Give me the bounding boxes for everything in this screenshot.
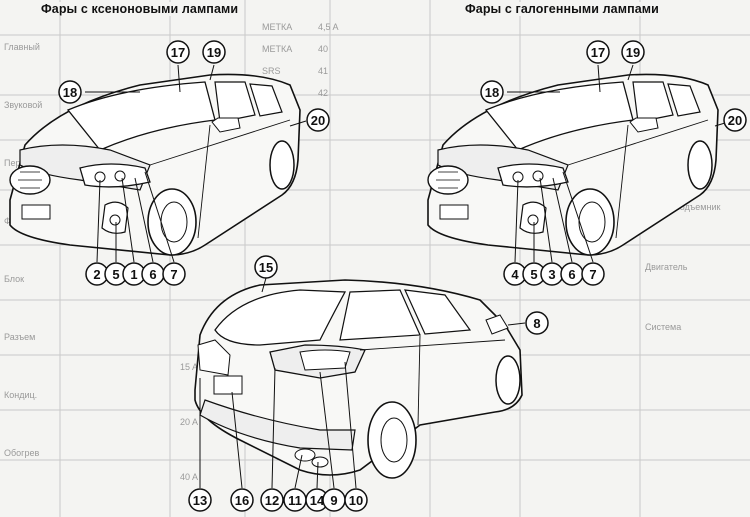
callout-7: 7 [162,262,186,286]
svg-text:13: 13 [193,493,207,508]
svg-text:3: 3 [548,267,555,282]
svg-text:20: 20 [728,113,742,128]
svg-text:17: 17 [171,45,185,60]
background-text: МЕТКА [262,44,292,54]
callout-6: 6 [141,262,165,286]
background-text: Блок [4,274,24,284]
svg-text:2: 2 [93,267,100,282]
callout-19: 19 [621,40,645,64]
callout-18: 18 [58,80,82,104]
background-text: 15 A [180,362,198,372]
callout-2: 2 [85,262,109,286]
background-text: 42 [318,88,328,98]
svg-text:8: 8 [533,316,540,331]
svg-text:5: 5 [112,267,119,282]
callout-15: 15 [254,255,278,279]
background-text: SRS [262,66,281,76]
svg-text:10: 10 [349,493,363,508]
svg-text:7: 7 [170,267,177,282]
svg-text:19: 19 [207,45,221,60]
background-text: Двигатель [645,262,688,272]
background-text: 40 A [180,472,198,482]
background-text: Главный [4,42,40,52]
background-texts: 4,5 A404142МЕТКАМЕТКАSRSГлавныйЗвуковойП… [4,22,720,482]
callout-9: 9 [322,488,346,512]
background-text: 41 [318,66,328,76]
callout-10: 10 [344,488,368,512]
svg-text:14: 14 [310,493,325,508]
background-text: Обогрев [4,448,39,458]
caption-halogen-headlights: Фары с галогенными лампами [462,2,662,16]
car-rear: 15 8 13 16 12 11 14 9 10 [188,255,549,512]
callout-4: 4 [503,262,527,286]
callout-14: 14 [305,488,329,512]
svg-text:20: 20 [311,113,325,128]
svg-text:18: 18 [63,85,77,100]
svg-text:6: 6 [149,267,156,282]
svg-text:4: 4 [511,267,519,282]
svg-text:5: 5 [530,267,537,282]
callout-17: 17 [586,40,610,64]
callout-20: 20 [306,108,330,132]
svg-text:15: 15 [259,260,273,275]
callout-19: 19 [202,40,226,64]
svg-text:1: 1 [130,267,137,282]
svg-text:6: 6 [568,267,575,282]
background-text: Кондиц. [4,390,37,400]
callout-13: 13 [188,488,212,512]
svg-text:16: 16 [235,493,249,508]
background-text: МЕТКА [262,22,292,32]
callout-7: 7 [581,262,605,286]
callout-8: 8 [525,311,549,335]
background-text: 40 [318,44,328,54]
background-text: Система [645,322,681,332]
callout-18: 18 [480,80,504,104]
svg-text:17: 17 [591,45,605,60]
svg-text:11: 11 [288,493,302,508]
svg-text:18: 18 [485,85,499,100]
svg-text:12: 12 [265,493,279,508]
callout-20: 20 [723,108,747,132]
callout-16: 16 [230,488,254,512]
callout-3: 3 [540,262,564,286]
caption-xenon-headlights: Фары с ксеноновыми лампами [38,2,242,16]
svg-text:19: 19 [626,45,640,60]
callout-11: 11 [283,488,307,512]
background-text: Звуковой [4,100,42,110]
background-text: 20 A [180,417,198,427]
svg-text:7: 7 [589,267,596,282]
callout-12: 12 [260,488,284,512]
callout-17: 17 [166,40,190,64]
callout-6: 6 [560,262,584,286]
svg-text:9: 9 [330,493,337,508]
background-text: 4,5 A [318,22,339,32]
background-text: Разъем [4,332,35,342]
